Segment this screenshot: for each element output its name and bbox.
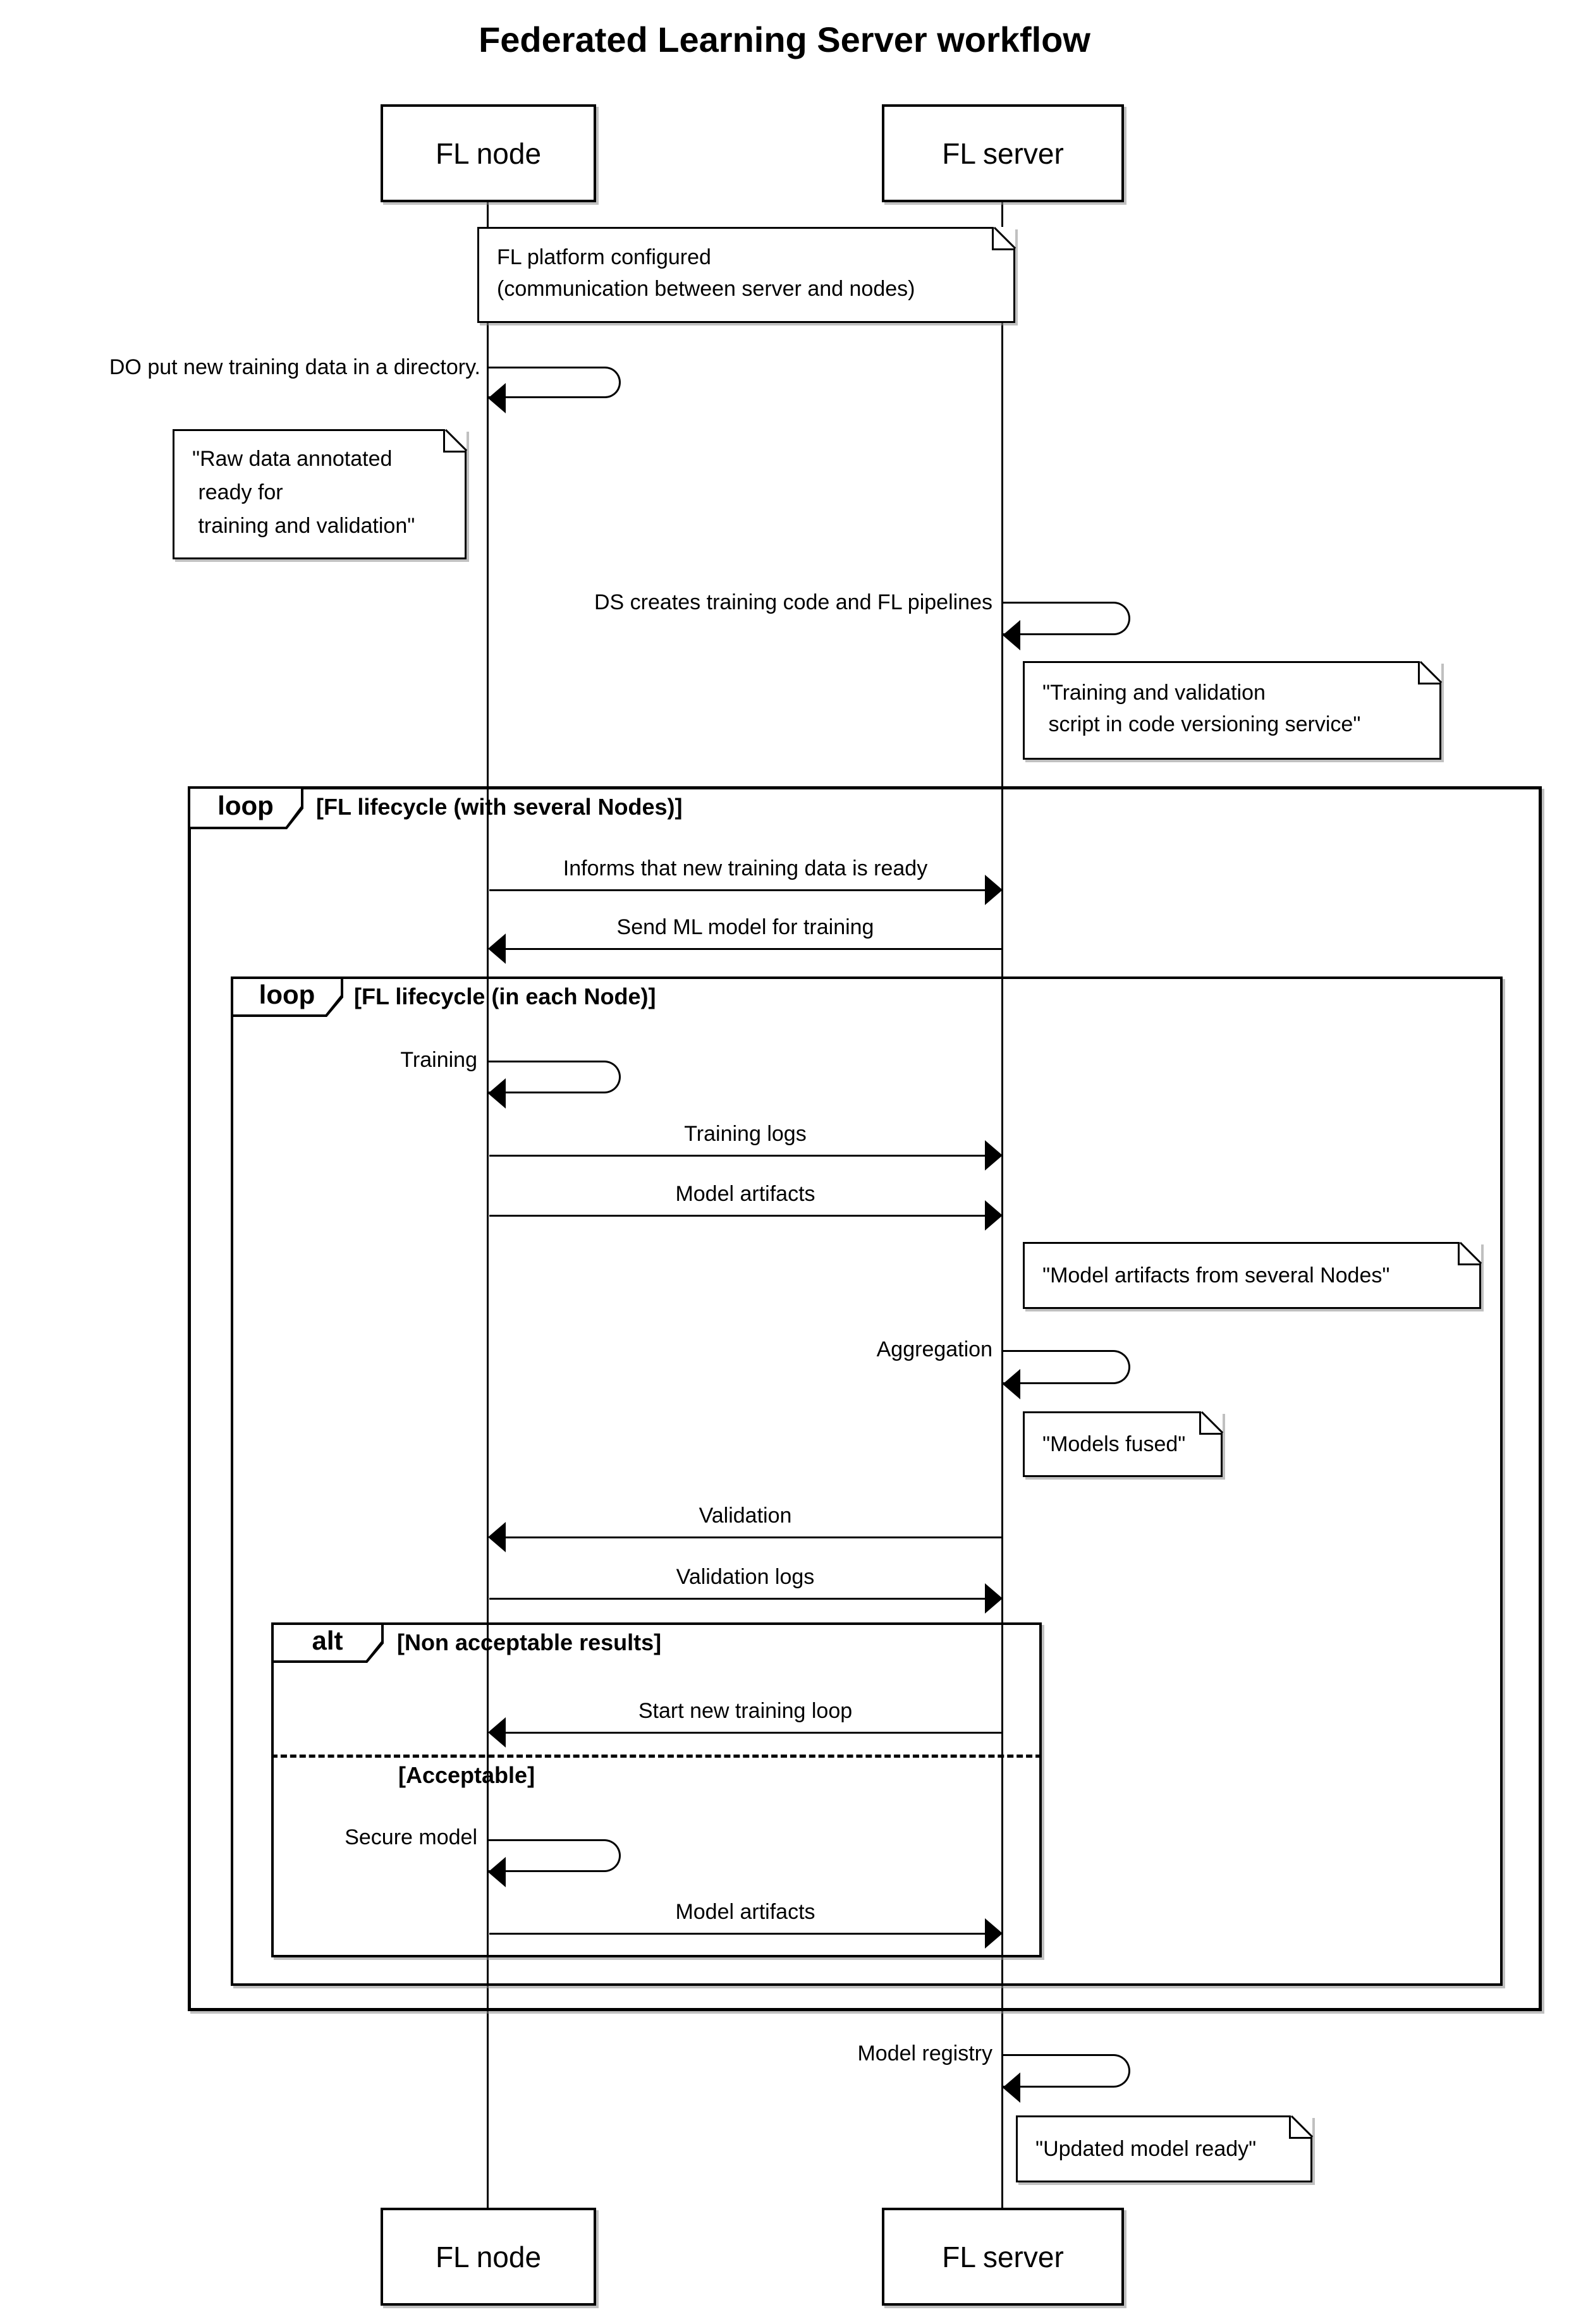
message-label-model-registry: Model registry [857, 2041, 992, 2065]
participant-label-fl-node: FL node [435, 137, 542, 170]
message-label-aggregation: Aggregation [876, 1337, 992, 1361]
self-message-do-put [488, 367, 621, 398]
loop-condition-outer: [FL lifecycle (with several Nodes)] [316, 794, 683, 820]
participant-label-fl-node: FL node [435, 2240, 542, 2273]
note-models-fused: "Models fused" [1023, 1411, 1223, 1477]
alt-divider [271, 1755, 1042, 1758]
self-message-ds-creates [1003, 602, 1130, 635]
message-line-validation-logs [489, 1598, 986, 1600]
self-message-model-registry [1003, 2054, 1130, 2088]
arrowhead-icon [985, 875, 1003, 905]
self-message-training [488, 1061, 621, 1093]
arrowhead-icon [488, 1078, 506, 1109]
arrowhead-icon [985, 1583, 1003, 1614]
loop-tab-inner-label: loop [233, 979, 341, 1014]
message-line-informs [489, 889, 986, 891]
alt-tab-label: alt [274, 1625, 381, 1660]
participant-label-fl-server: FL server [942, 137, 1064, 170]
alt-frame [271, 1622, 1042, 1957]
message-label-secure-model: Secure model [345, 1825, 477, 1849]
arrowhead-icon [488, 1522, 506, 1552]
note-platform-configured: FL platform configured (communication be… [477, 227, 1015, 323]
arrowhead-icon [985, 1200, 1003, 1231]
message-line-send-model [504, 948, 1003, 950]
message-label-send-model: Send ML model for training [616, 915, 874, 939]
arrowhead-icon [985, 1140, 1003, 1171]
arrowhead-icon [1003, 1369, 1020, 1399]
alt-condition: [Non acceptable results] [397, 1629, 662, 1655]
message-label-validation-logs: Validation logs [676, 1565, 815, 1589]
message-label-informs: Informs that new training data is ready [563, 856, 928, 880]
alt-divider-label: [Acceptable] [398, 1762, 535, 1788]
self-message-secure-model [488, 1839, 621, 1872]
alt-tab: alt [271, 1622, 384, 1663]
diagram-title: Federated Learning Server workflow [479, 20, 1090, 59]
participant-box-fl-server-top: FL server [882, 104, 1124, 202]
lifeline-fl-node [487, 202, 489, 2208]
message-label-validation: Validation [699, 1504, 792, 1528]
message-line-start-new-loop [504, 1732, 1003, 1734]
participant-box-fl-server-bottom: FL server [882, 2208, 1124, 2306]
self-message-aggregation [1003, 1350, 1130, 1384]
arrowhead-icon [1003, 2072, 1020, 2103]
loop-tab-outer: loop [188, 786, 303, 829]
message-label-training: Training [400, 1048, 477, 1072]
message-label-start-new-loop: Start new training loop [638, 1699, 853, 1723]
loop-frame-inner [231, 976, 1503, 1986]
loop-frame-outer [188, 786, 1542, 2011]
note-updated-model: "Updated model ready" [1016, 2115, 1312, 2182]
loop-tab-inner: loop [231, 976, 343, 1017]
loop-condition-inner: [FL lifecycle (in each Node)] [354, 983, 656, 1009]
arrowhead-icon [1003, 620, 1020, 650]
message-label-model-artifacts-2: Model artifacts [675, 1900, 815, 1924]
participant-box-fl-node-bottom: FL node [381, 2208, 596, 2306]
arrowhead-icon [488, 1717, 506, 1748]
message-line-validation [504, 1536, 1003, 1538]
message-label-do-put: DO put new training data in a directory. [109, 355, 480, 379]
loop-tab-outer-label: loop [190, 789, 301, 827]
message-label-training-logs: Training logs [684, 1122, 807, 1146]
message-line-training-logs [489, 1155, 986, 1157]
participant-label-fl-server: FL server [942, 2240, 1064, 2273]
message-label-model-artifacts-1: Model artifacts [675, 1182, 815, 1206]
participant-box-fl-node-top: FL node [381, 104, 596, 202]
message-line-model-artifacts-1 [489, 1215, 986, 1217]
message-label-ds-creates: DS creates training code and FL pipeline… [594, 590, 992, 614]
arrowhead-icon [488, 1857, 506, 1887]
note-model-artifacts: "Model artifacts from several Nodes" [1023, 1242, 1481, 1309]
note-training-script: "Training and validation script in code … [1023, 661, 1441, 760]
arrowhead-icon [488, 383, 506, 413]
note-raw-data: "Raw data annotated ready for training a… [173, 429, 467, 559]
message-line-model-artifacts-2 [489, 1933, 986, 1935]
arrowhead-icon [985, 1918, 1003, 1949]
arrowhead-icon [488, 934, 506, 964]
